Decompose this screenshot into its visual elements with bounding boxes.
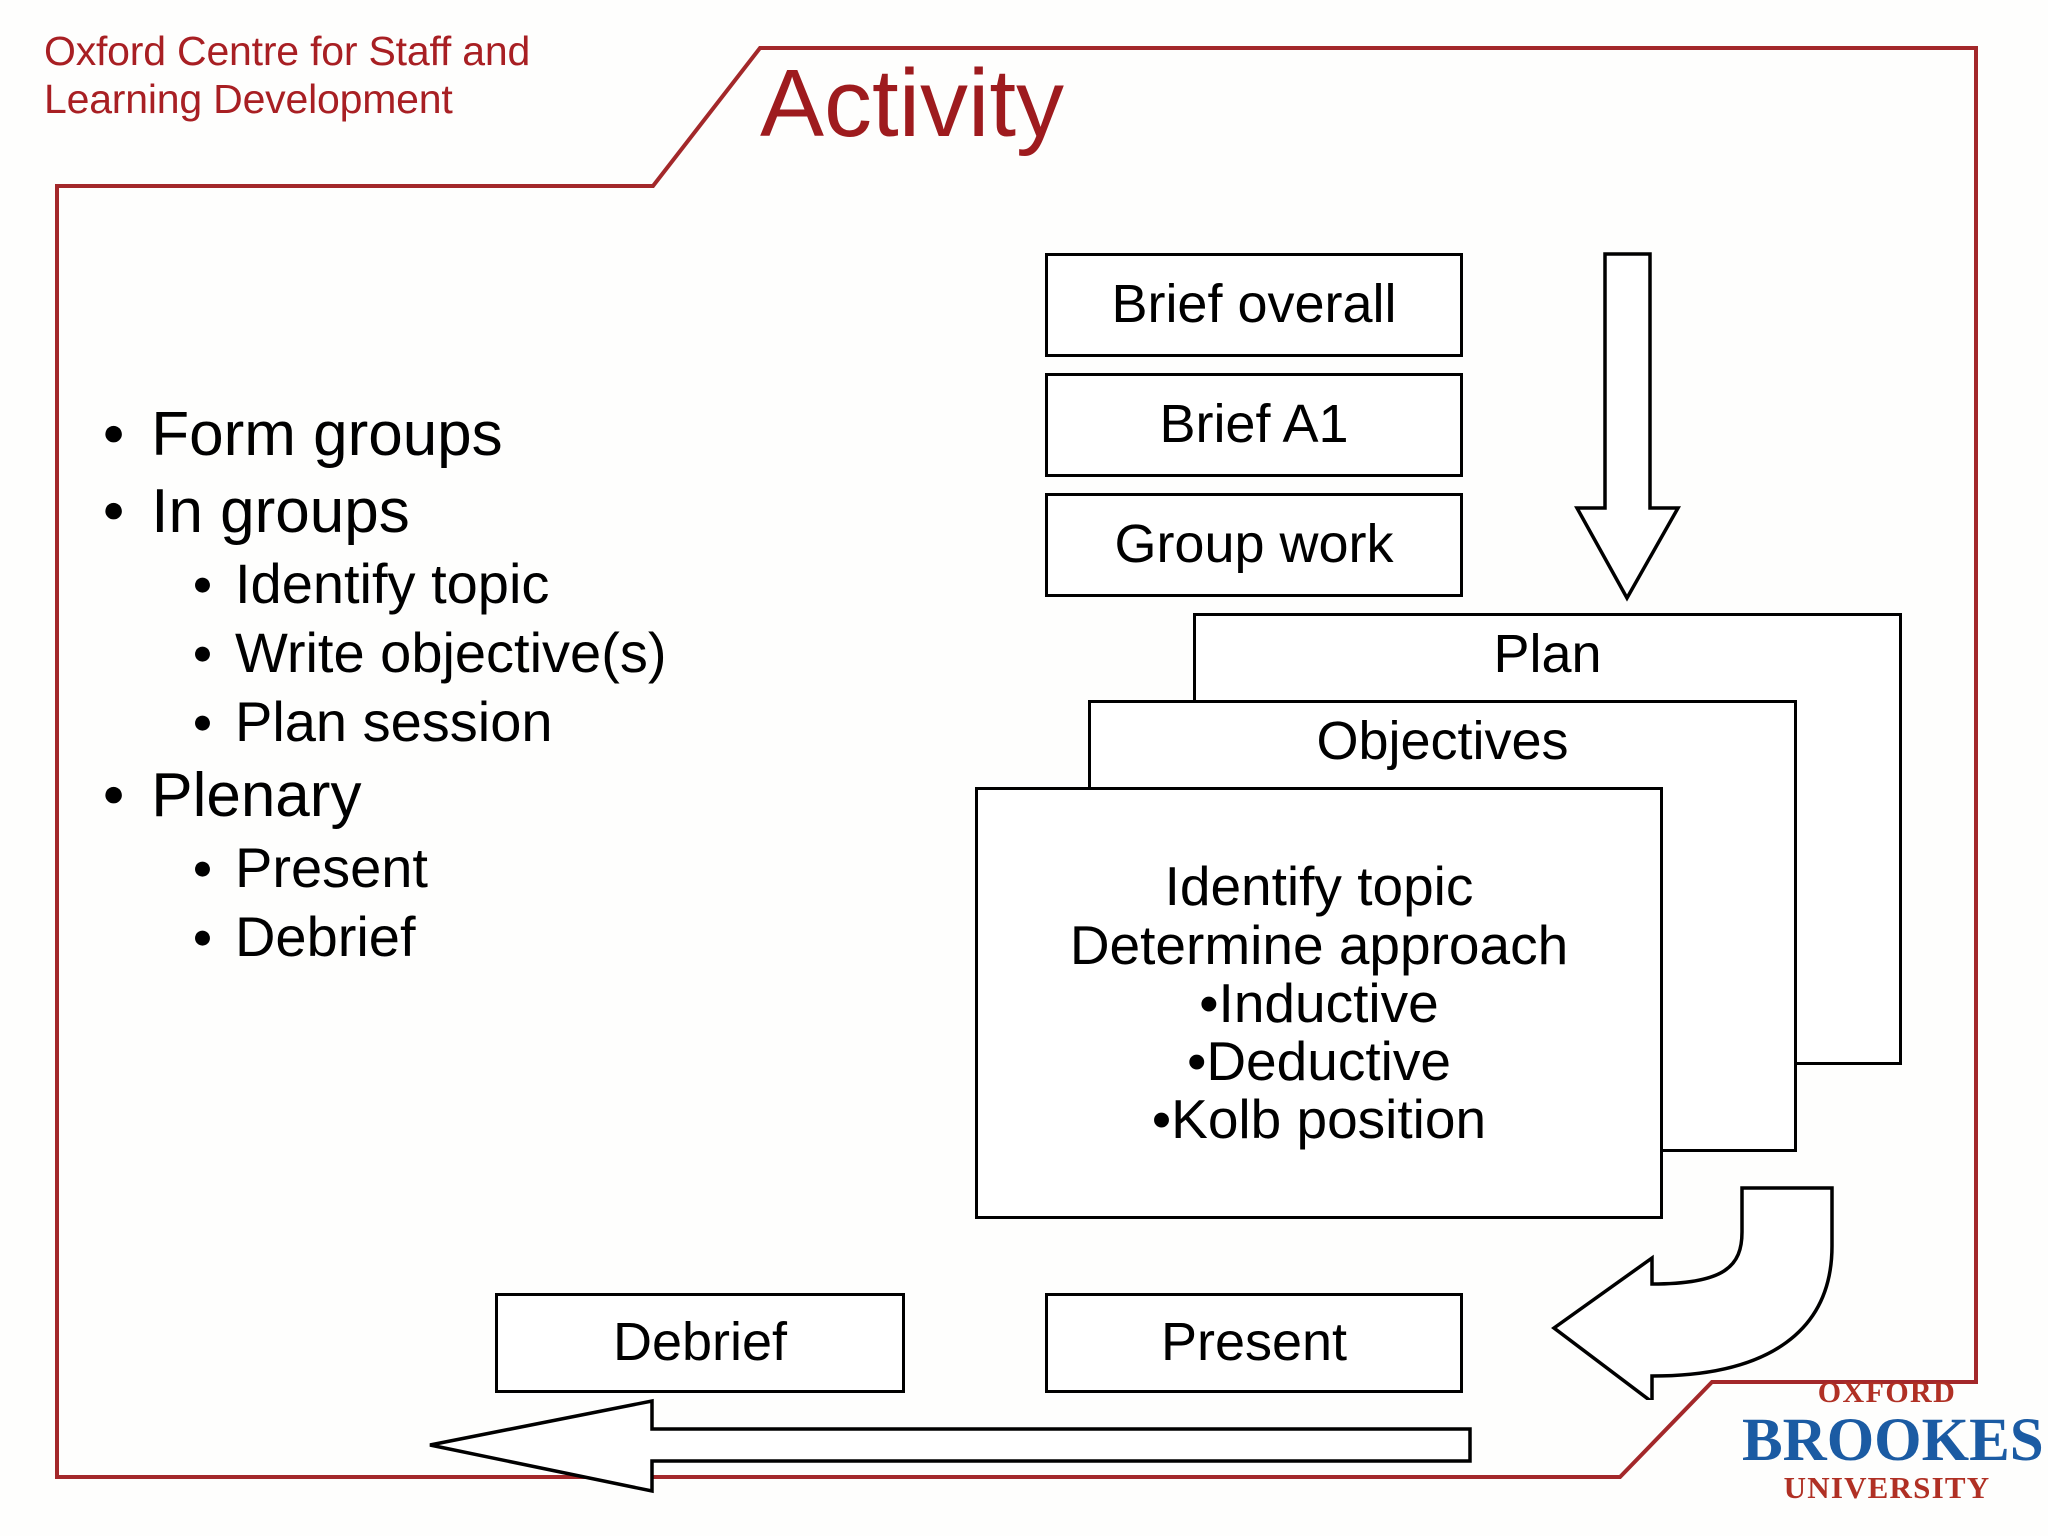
logo-line-oxford: OXFORD (1817, 1376, 1957, 1409)
list-item-label: Present (234, 836, 428, 900)
bullet-dot-icon: ● (192, 564, 213, 603)
list-item-label: Plan session (234, 690, 553, 754)
bullet-dot-icon: ● (192, 633, 213, 672)
list-item: ● Debrief (192, 905, 836, 970)
detail-line: Identify topic (1164, 855, 1474, 918)
diagram-box-debrief: Debrief (495, 1293, 905, 1393)
list-item-label: In groups (151, 477, 410, 547)
org-title: Oxford Centre for Staff and Learning Dev… (44, 28, 684, 123)
list-item: ● Identify topic (192, 552, 836, 617)
diagram-box-brief-a1: Brief A1 (1045, 373, 1463, 477)
detail-line: Determine approach (1069, 913, 1569, 976)
left-arrow-icon (429, 1398, 1472, 1494)
bullet-dot-icon: ● (192, 702, 213, 741)
list-item: ● Plenary (102, 759, 836, 832)
logo-line-university: UNIVERSITY (1783, 1470, 1991, 1505)
list-item: ● Present (192, 836, 836, 901)
bullet-dot-icon: ● (102, 411, 126, 455)
list-item-label: Form groups (151, 400, 503, 469)
bullet-dot-icon: ● (192, 848, 213, 887)
logo-line-brookes: BROOKES (1742, 1407, 2044, 1474)
diagram-box-brief-overall: Brief overall (1045, 253, 1463, 357)
diagram-box-objectives-label: Objectives (1316, 711, 1569, 771)
bullet-dot-icon: ● (192, 917, 213, 956)
bullet-list: ● Form groups ● In groups ● Identify top… (96, 398, 836, 974)
list-item-label: Identify topic (234, 552, 550, 616)
detail-line: •Inductive (1199, 971, 1439, 1034)
org-title-line1: Oxford Centre for Staff and (44, 28, 531, 74)
detail-line: •Kolb position (1151, 1088, 1487, 1151)
list-item-label: Plenary (151, 761, 362, 831)
detail-line: •Deductive (1187, 1030, 1451, 1093)
oxford-brookes-logo: OXFORD BROOKES UNIVERSITY (1742, 1376, 2044, 1505)
page-title: Activity (760, 50, 1065, 157)
list-item: ● Write objective(s) (192, 621, 836, 686)
diagram-box-plan-label: Plan (1493, 624, 1602, 684)
diagram-box-present: Present (1045, 1293, 1463, 1393)
list-item-label: Debrief (234, 905, 416, 969)
bullet-dot-icon: ● (102, 772, 126, 816)
down-arrow-icon (1574, 252, 1682, 602)
list-item-label: Write objective(s) (234, 621, 667, 685)
list-item: ● Plan session (192, 690, 836, 755)
bullet-dot-icon: ● (102, 488, 126, 532)
org-title-line2: Learning Development (44, 75, 453, 122)
list-item: ● In groups (102, 475, 836, 548)
list-item: ● Form groups (102, 398, 836, 471)
diagram-box-group-work: Group work (1045, 493, 1463, 597)
diagram-box-detail: Identify topic Determine approach •Induc… (975, 787, 1663, 1219)
diagram-box-detail-lines: Identify topic Determine approach •Induc… (978, 855, 1660, 1151)
